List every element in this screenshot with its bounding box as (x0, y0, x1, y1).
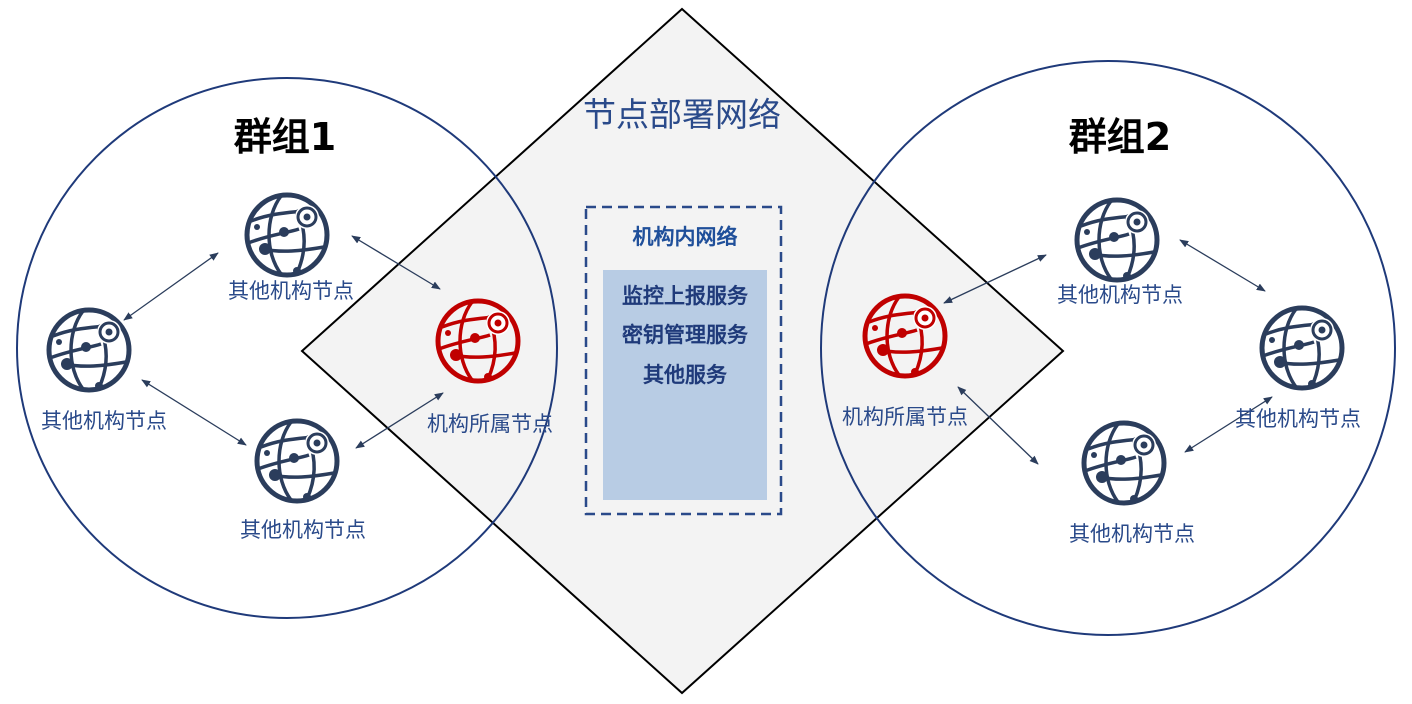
globe-icon (247, 195, 327, 275)
globe-icon (1262, 308, 1342, 388)
connector (141, 379, 247, 446)
service-key-management: 密钥管理服务 (622, 323, 749, 347)
other-node-g2-top: 其他机构节点 (1057, 200, 1183, 307)
other-node-label: 其他机构节点 (1057, 283, 1183, 307)
other-node-g2-right: 其他机构节点 (1235, 308, 1361, 431)
globe-icon (1084, 423, 1164, 503)
group1-connections (123, 235, 444, 449)
own-node-g2: 机构所属节点 (842, 296, 968, 429)
group1-title: 群组1 (234, 115, 336, 159)
connector (355, 392, 444, 449)
service-other: 其他服务 (643, 363, 728, 387)
connector (943, 254, 1047, 304)
globe-icon (49, 310, 129, 390)
other-node-g2-bottom: 其他机构节点 (1069, 423, 1195, 546)
other-node-label: 其他机构节点 (240, 518, 366, 542)
group2-connections (943, 239, 1273, 465)
other-node-label: 其他机构节点 (1235, 407, 1361, 431)
other-node-g1-left: 其他机构节点 (41, 310, 167, 433)
other-node-g1-top: 其他机构节点 (228, 195, 354, 303)
own-node-label: 机构所属节点 (427, 412, 553, 436)
service-monitoring: 监控上报服务 (622, 284, 749, 308)
connector (123, 252, 219, 321)
group1-circle (16, 77, 558, 619)
group2-circle (820, 60, 1396, 636)
connector (351, 235, 441, 290)
connector (957, 386, 1039, 465)
own-node-label: 机构所属节点 (842, 405, 968, 429)
other-node-label: 其他机构节点 (228, 279, 354, 303)
globe-icon (1077, 200, 1157, 280)
connector (1184, 396, 1273, 453)
own-node-g1: 机构所属节点 (427, 301, 553, 436)
deployment-network-title: 节点部署网络 (583, 95, 781, 134)
group2-title: 群组2 (1069, 115, 1171, 159)
connector (1179, 239, 1266, 292)
other-node-label: 其他机构节点 (1069, 522, 1195, 546)
other-node-g1-bottom: 其他机构节点 (240, 421, 366, 542)
internal-network-box (584, 205, 783, 516)
globe-icon (257, 421, 337, 501)
internal-network-title: 机构内网络 (633, 225, 738, 249)
services-box (603, 270, 767, 500)
other-node-label: 其他机构节点 (41, 409, 167, 433)
